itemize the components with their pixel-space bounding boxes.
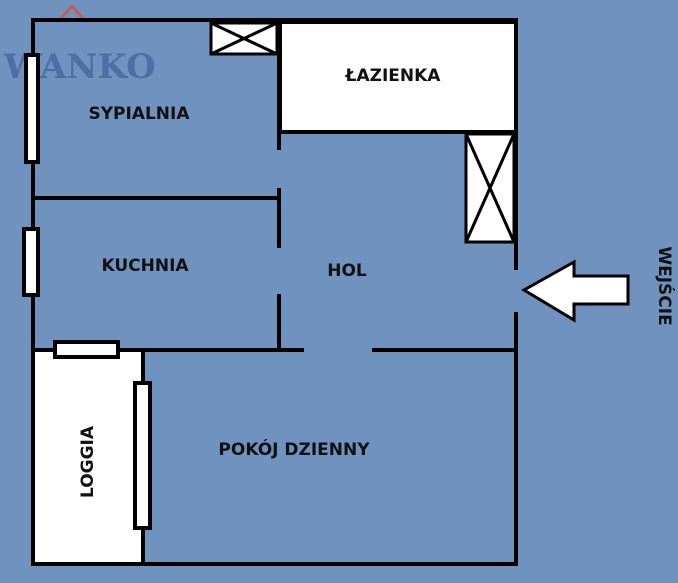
window-bedroom [24,53,40,164]
window-kitchen [22,227,40,297]
arrow-left-icon [521,259,630,323]
vent-shaft-top [209,21,279,56]
window-living-room [133,381,152,530]
room-label-bathroom: ŁAZIENKA [345,66,442,86]
logo-roof-icon [56,3,88,23]
entrance-label: WEJŚCIE [654,246,676,325]
room-label-bedroom: SYPIALNIA [88,104,190,124]
loggia-area [33,350,143,564]
vent-shaft-right [464,132,516,244]
room-label-living-room: POKÓJ DZIENNY [218,438,370,460]
window-loggia [53,340,120,359]
bathroom-area [278,20,518,134]
room-label-hall: HOL [327,261,367,281]
room-label-kitchen: KUCHNIA [101,256,189,276]
room-label-loggia: LOGGIA [78,425,98,498]
